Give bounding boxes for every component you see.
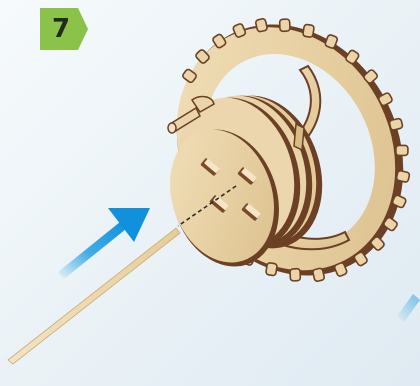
gear-tooth (280, 19, 290, 31)
faint-arrow (397, 294, 420, 322)
hub-side-tab (294, 124, 304, 150)
gear-tooth (266, 263, 278, 276)
gear-tooth (303, 24, 315, 37)
gear-tooth (255, 18, 267, 32)
gear-tooth (396, 170, 410, 182)
gear-tooth (312, 268, 324, 282)
gear-tooth (396, 145, 408, 155)
gear-tooth (389, 118, 403, 131)
blue-direction-arrow (58, 208, 150, 279)
gear-tooth (290, 269, 300, 281)
